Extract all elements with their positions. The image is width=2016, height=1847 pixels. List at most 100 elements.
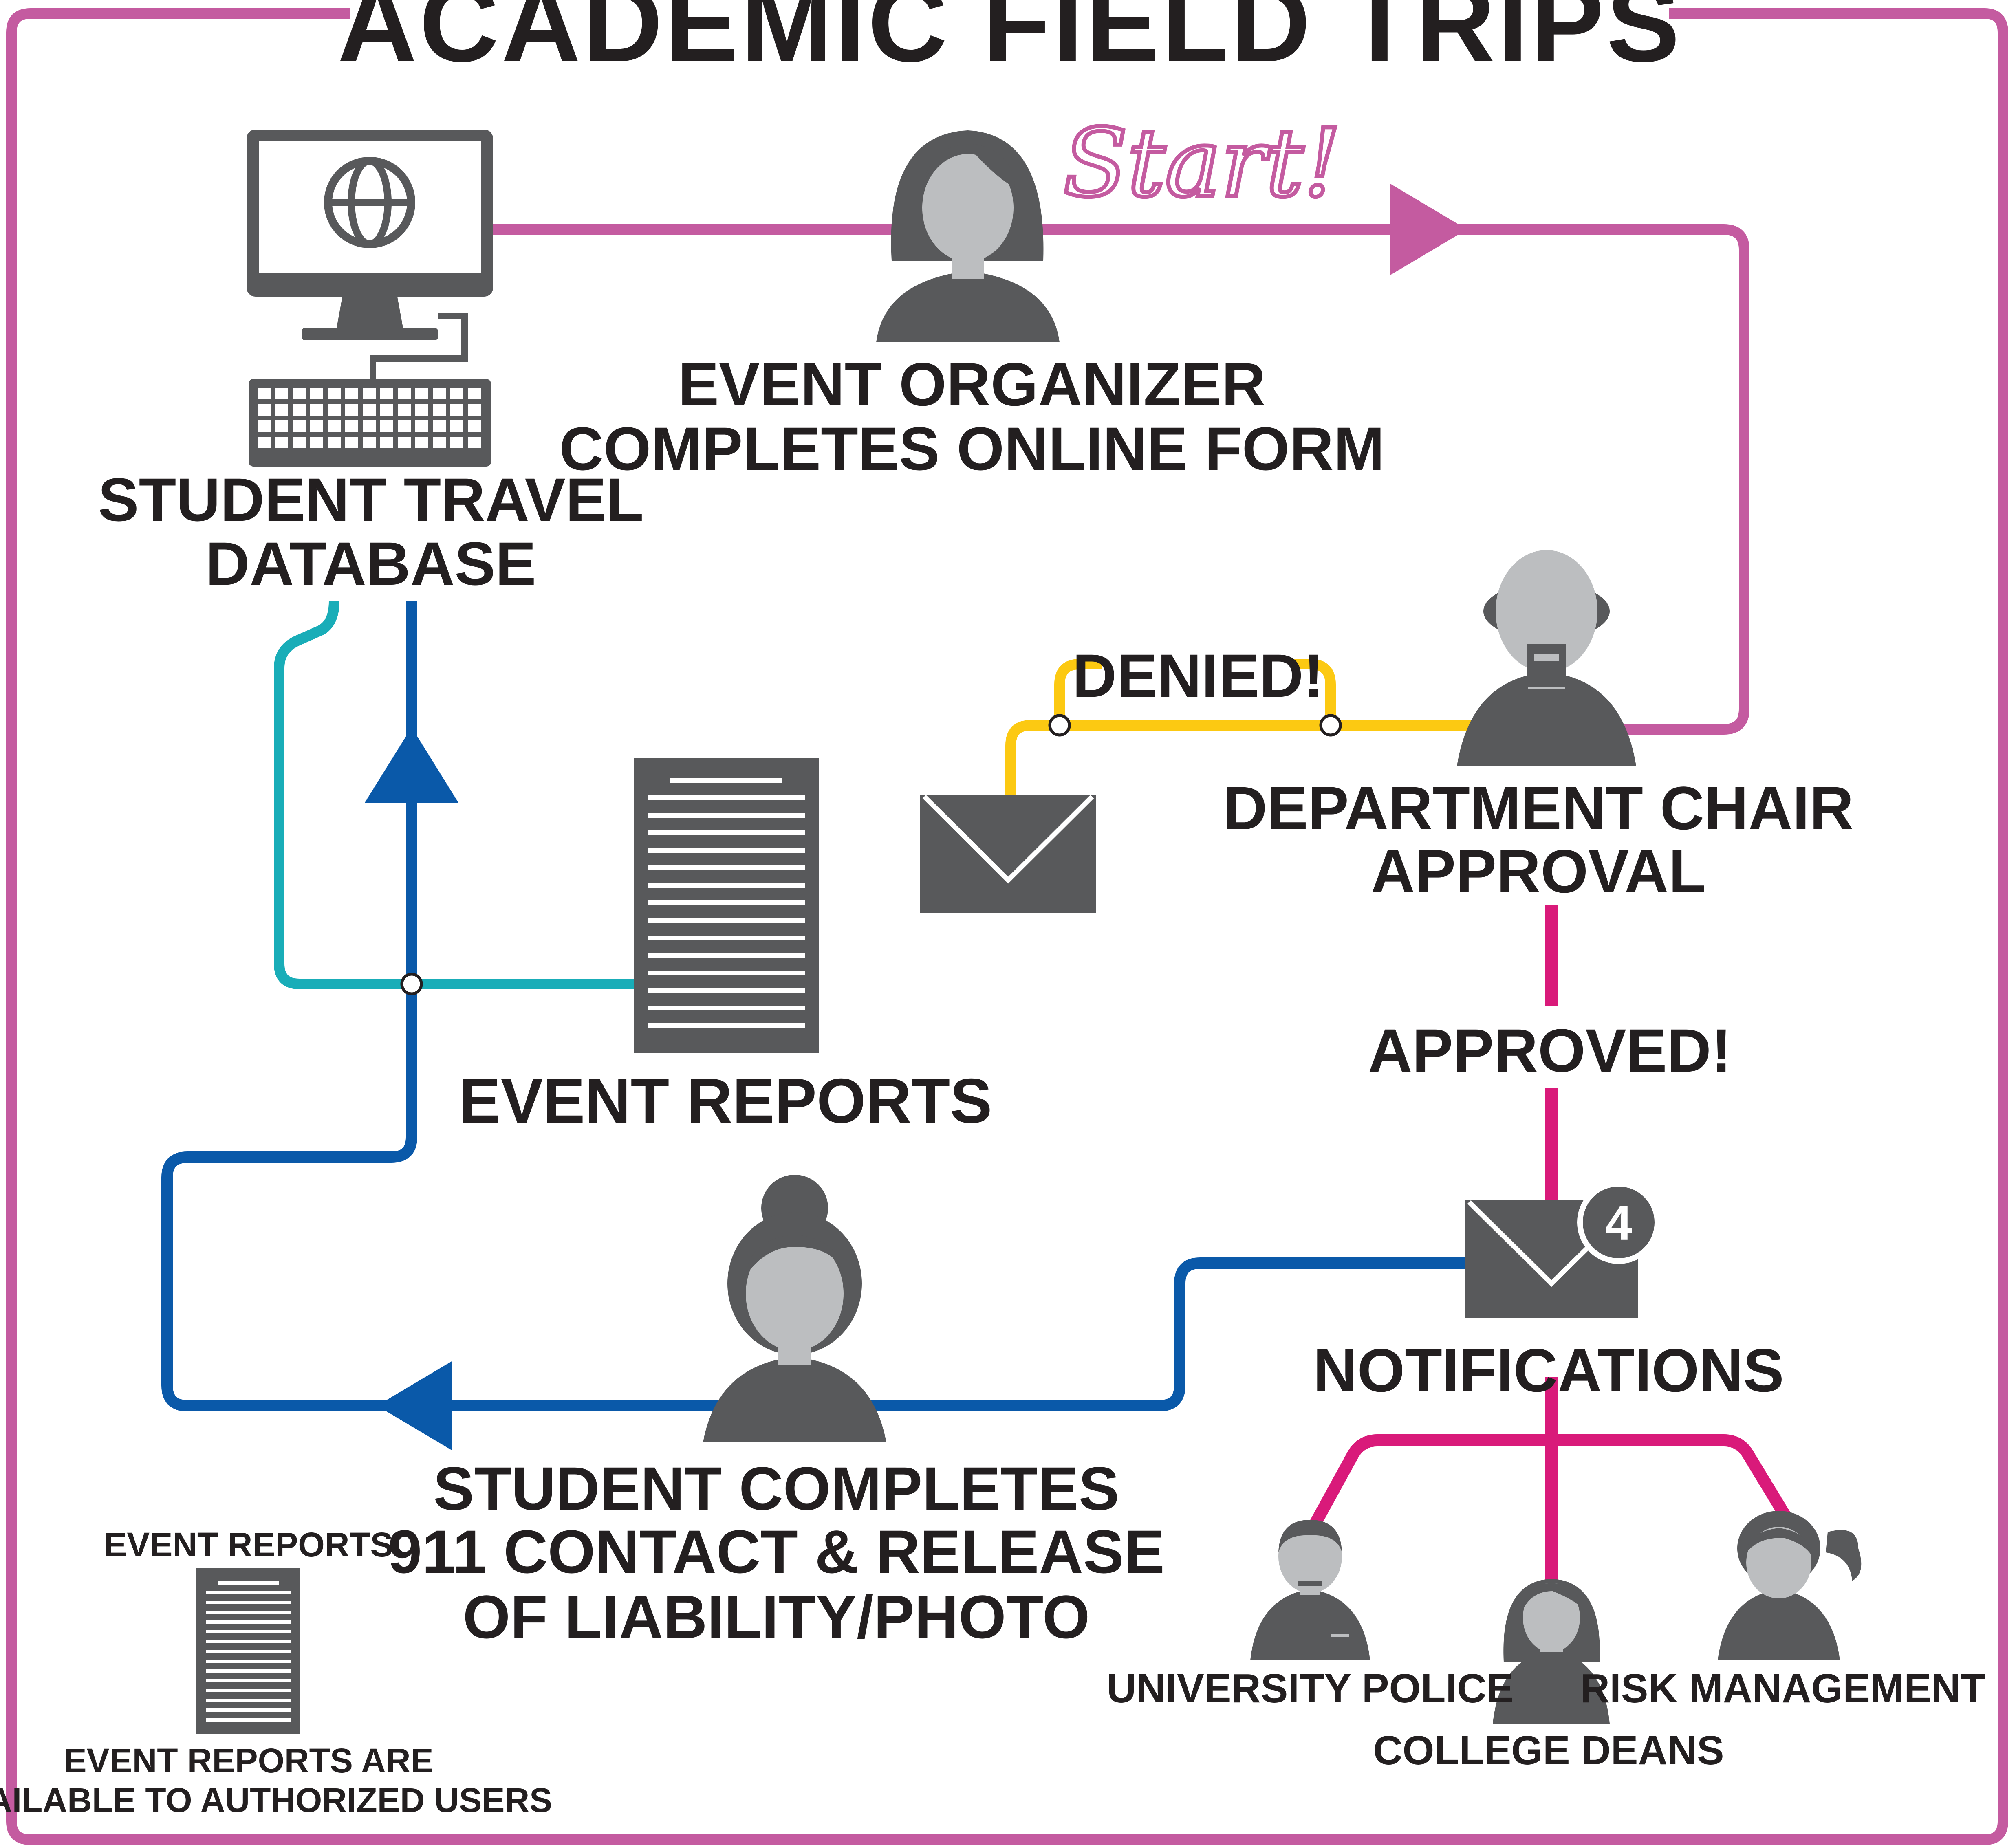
risk-person-icon [1718, 1511, 1862, 1660]
student-person-icon [703, 1175, 886, 1442]
chair-label-line2: APPROVAL [1371, 837, 1706, 905]
keyboard-key [468, 388, 481, 399]
keyboard-key [415, 437, 428, 448]
keyboard-key [380, 420, 393, 432]
connector-notify-risk [1551, 1434, 1794, 1525]
keyboard-key [258, 437, 271, 448]
keyboard-key [433, 404, 446, 416]
keyboard-key [398, 388, 411, 399]
connector-denied [1005, 720, 1483, 797]
keyboard-key [468, 420, 481, 432]
notifications-label: NOTIFICATIONS [1313, 1336, 1784, 1405]
organizer-label-line1: EVENT ORGANIZER [678, 350, 1266, 418]
police-person-icon [1250, 1520, 1370, 1660]
keyboard-key [275, 388, 288, 399]
keyboard-key [293, 420, 306, 432]
database-label-line2: DATABASE [205, 529, 536, 598]
keyboard-key [380, 404, 393, 416]
keyboard-key [328, 420, 341, 432]
notifications-envelope-icon: 4 [1465, 1181, 1660, 1318]
connector-blue [161, 601, 1467, 1411]
keyboard-key [450, 404, 463, 416]
deans-person-icon [1493, 1579, 1610, 1724]
keyboard-key [398, 420, 411, 432]
keyboard-key [328, 388, 341, 399]
keyboard-key [468, 437, 481, 448]
keyboard-key [328, 404, 341, 416]
approved-label: APPROVED! [1368, 1016, 1732, 1085]
keyboard-key [468, 404, 481, 416]
database-label-line1: STUDENT TRAVEL [98, 465, 644, 534]
keyboard-key [258, 388, 271, 399]
page-title: ACADEMIC FIELD TRIPS [337, 0, 1682, 85]
notification-badge [1577, 1181, 1660, 1264]
approved-label-bg [1414, 1006, 1685, 1088]
keyboard-key [415, 404, 428, 416]
keyboard-key [433, 420, 446, 432]
keyboard-key [310, 420, 323, 432]
event-reports-label: EVENT REPORTS [458, 1065, 992, 1136]
student-label-line3: OF LIABILITY/PHOTO [463, 1583, 1090, 1651]
keyboard-key [258, 420, 271, 432]
keyboard-key [433, 437, 446, 448]
legend-note-line1: EVENT REPORTS ARE [64, 1741, 433, 1780]
chair-label-line1: DEPARTMENT CHAIR [1223, 774, 1853, 842]
keyboard-key [363, 388, 376, 399]
keyboard-key [275, 437, 288, 448]
keyboard-key [363, 437, 376, 448]
keyboard-key [258, 404, 271, 416]
keyboard-key [450, 420, 463, 432]
junction-dot [1319, 714, 1342, 737]
keyboard-key [450, 388, 463, 399]
connector-reports [274, 601, 636, 989]
keyboard-key [398, 404, 411, 416]
denied-label: DENIED! [1073, 641, 1324, 710]
connector-submit [493, 224, 1749, 735]
computer-icon [247, 130, 493, 467]
junction-dot [400, 973, 423, 995]
keyboard-key [415, 388, 428, 399]
keyboard-key [363, 420, 376, 432]
risk-label: RISK MANAGEMENT [1580, 1666, 1985, 1711]
keyboard-key [275, 420, 288, 432]
notification-badge-count: 4 [1605, 1196, 1633, 1250]
keyboard-key [293, 437, 306, 448]
junction-dot [1048, 714, 1071, 737]
legend-document-icon [196, 1568, 300, 1734]
organizer-person-icon [876, 130, 1060, 342]
keyboard-key [398, 437, 411, 448]
keyboard-key [380, 437, 393, 448]
deans-label: COLLEGE DEANS [1373, 1728, 1724, 1773]
legend-title: EVENT REPORTS [104, 1526, 393, 1564]
organizer-label-line2: COMPLETES ONLINE FORM [560, 414, 1385, 483]
keyboard-key [433, 388, 446, 399]
legend-note-line2: AVAILABLE TO AUTHORIZED USERS [0, 1781, 552, 1819]
keyboard-key [293, 404, 306, 416]
keyboard-key [363, 404, 376, 416]
police-label: UNIVERSITY POLICE [1107, 1666, 1514, 1711]
chair-person-icon [1457, 550, 1636, 766]
keyboard-key [345, 437, 358, 448]
outer-frame [6, 8, 2008, 1845]
denied-label-bg [1102, 640, 1294, 689]
keyboard-key [345, 420, 358, 432]
keyboard-key [345, 388, 358, 399]
connector-notify-police [1300, 1434, 1551, 1543]
keyboard-key [328, 437, 341, 448]
arrow-up-icon [365, 727, 458, 803]
arrow-left-icon [377, 1361, 452, 1451]
arrow-right-icon [1390, 183, 1467, 275]
keyboard-key [310, 388, 323, 399]
student-label-line1: STUDENT COMPLETES [433, 1454, 1119, 1523]
document-icon [634, 758, 819, 1053]
envelope-icon [920, 795, 1096, 913]
keyboard-key [275, 404, 288, 416]
keyboard-key [345, 404, 358, 416]
student-label-line2: 911 CONTACT & RELEASE [388, 1517, 1165, 1586]
keyboard-key [310, 437, 323, 448]
keyboard-key [310, 404, 323, 416]
keyboard-key [293, 388, 306, 399]
keyboard-key [450, 437, 463, 448]
